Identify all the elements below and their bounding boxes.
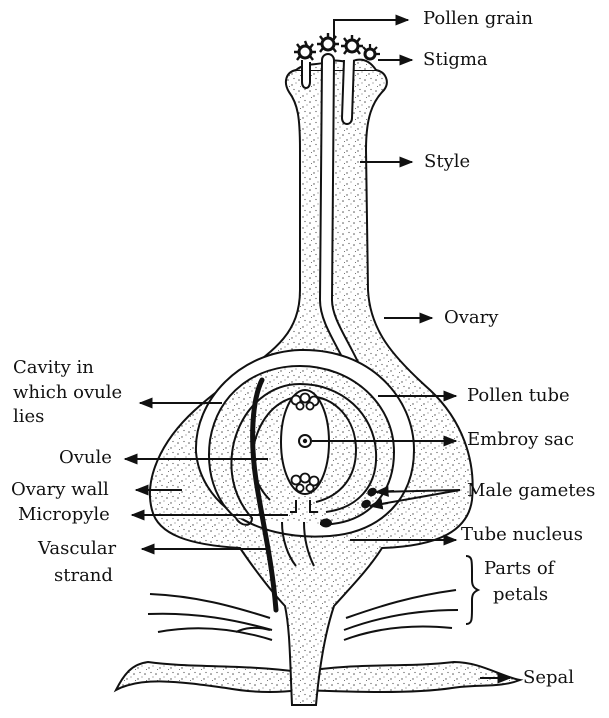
label-cavity-line3: lies (13, 406, 44, 428)
short-tube (302, 60, 310, 88)
pollen-grains (294, 33, 380, 60)
petals-brace (466, 556, 478, 624)
label-ovary: Ovary (444, 307, 498, 329)
label-embryo-sac: Embroy sac (467, 429, 574, 451)
label-micropyle: Micropyle (18, 504, 110, 526)
label-vascular: Vascular (38, 538, 116, 560)
label-tube-nucleus: Tube nucleus (461, 524, 583, 546)
sepal-left (116, 662, 300, 692)
label-parts-of: Parts of (484, 558, 554, 580)
label-sepal: Sepal (523, 667, 574, 689)
label-strand: strand (54, 565, 113, 587)
tube-partial (342, 60, 354, 124)
tube-nucleus-mark (320, 519, 332, 528)
label-cavity-line1: Cavity in (13, 357, 94, 379)
label-style: Style (424, 151, 470, 173)
label-petals: petals (493, 584, 548, 606)
label-cavity-line2: which ovule (13, 382, 122, 404)
label-pollen-tube: Pollen tube (467, 385, 570, 407)
label-ovary-wall: Ovary wall (11, 479, 109, 501)
label-pollen-grain: Pollen grain (423, 8, 533, 30)
label-male-gametes: Male gametes (467, 480, 595, 502)
label-ovule: Ovule (59, 447, 112, 469)
label-stigma: Stigma (423, 49, 488, 71)
